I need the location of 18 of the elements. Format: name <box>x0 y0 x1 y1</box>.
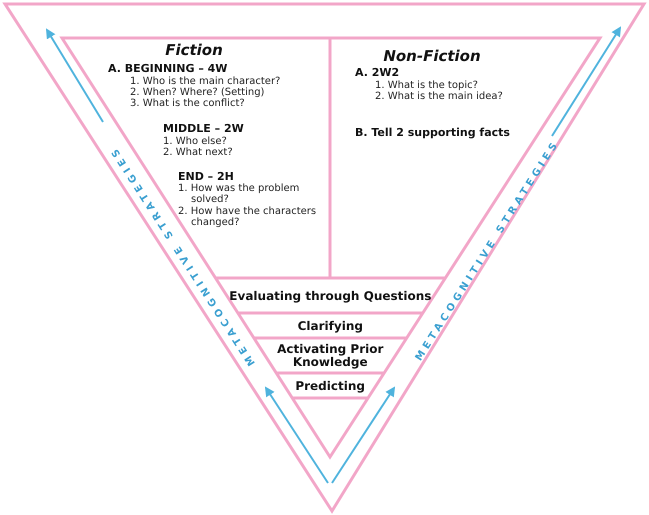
list-item: 2. How have the characters changed? <box>178 206 318 228</box>
section-heading: A. BEGINNING – 4W <box>108 62 228 75</box>
section-heading: B. Tell 2 supporting facts <box>355 126 510 139</box>
list-item: 1. Who else? <box>163 136 228 147</box>
panel-heading: Non-Fiction <box>382 48 482 65</box>
section-heading: END – 2H <box>178 170 234 183</box>
section-heading: MIDDLE – 2W <box>163 122 244 135</box>
list-item: 2. What is the main idea? <box>375 91 504 102</box>
list-item: 1. What is the topic? <box>375 80 478 91</box>
section-heading: A. 2W2 <box>355 66 400 79</box>
list-item: 2. When? Where? (Setting) <box>130 87 266 98</box>
panel-heading: Fiction <box>164 42 224 59</box>
strategy-label: Activating Prior Knowledge <box>276 343 384 369</box>
list-item: 1. How was the problem solved? <box>178 183 300 205</box>
list-item: 3. What is the conflict? <box>130 98 245 109</box>
strategy-label: Clarifying <box>298 320 363 332</box>
strategy-label: Predicting <box>295 380 365 392</box>
list-item: 1. Who is the main character? <box>130 76 282 87</box>
